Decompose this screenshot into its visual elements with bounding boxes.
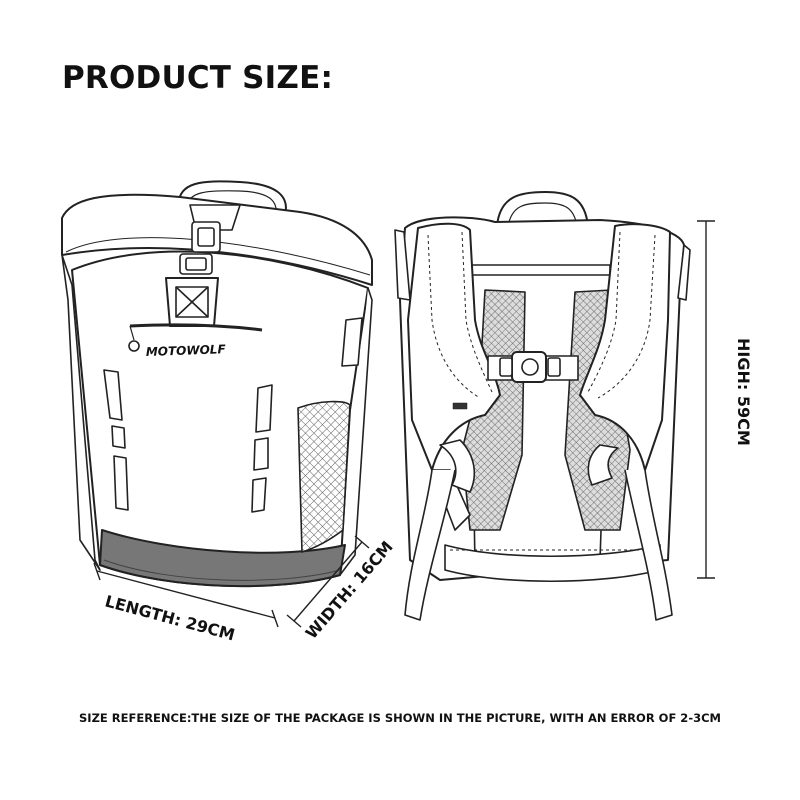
brand-logo-text: MOTOWOLF <box>146 342 227 359</box>
front-view <box>61 180 373 588</box>
length-dimension-line <box>93 562 279 628</box>
back-view <box>394 191 691 621</box>
width-dimension-line <box>286 535 370 628</box>
page-title: PRODUCT SIZE: <box>62 60 334 96</box>
height-dimension-line <box>697 220 715 579</box>
height-label: HIGH: 59CM <box>734 338 753 446</box>
size-reference-note: SIZE REFERENCE:THE SIZE OF THE PACKAGE I… <box>79 711 721 725</box>
length-label: LENGTH: 29CM <box>103 592 237 645</box>
